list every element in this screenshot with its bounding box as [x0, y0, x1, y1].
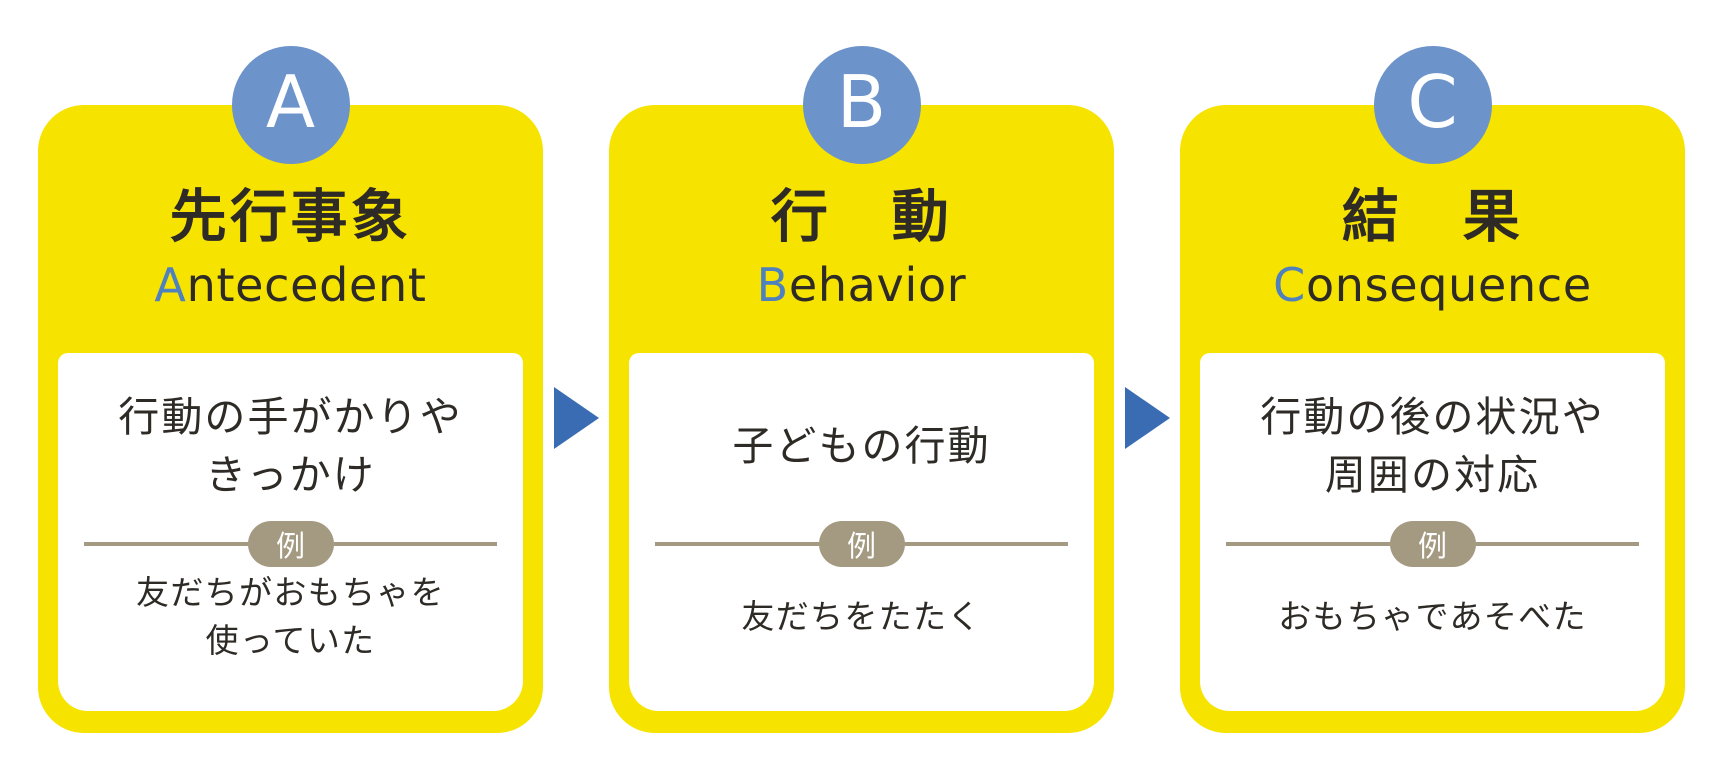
description-text: 子どもの行動 — [732, 421, 991, 470]
card-header: 先行事象 Antecedent — [38, 105, 543, 353]
card-header: 結 果 Consequence — [1180, 105, 1685, 353]
card-behavior-panel: 行 動 Behavior 子どもの行動 例 友だちをたたく — [609, 105, 1114, 733]
card-header: 行 動 Behavior — [609, 105, 1114, 353]
example-badge: 例 — [247, 521, 334, 567]
en-title-initial: B — [756, 258, 789, 313]
divider-line — [904, 542, 1068, 546]
circle-letter-a-icon: A — [231, 46, 350, 164]
jp-title: 先行事象 — [169, 183, 412, 250]
description-area: 行動の手がかりや きっかけ — [84, 371, 497, 521]
en-title-initial: A — [154, 258, 187, 313]
example-area: 友だちがおもちゃを 使っていた — [84, 567, 497, 689]
en-title-rest: ntecedent — [186, 258, 427, 313]
divider-line — [655, 542, 819, 546]
arrow-slot — [1114, 46, 1180, 449]
en-title: Antecedent — [154, 258, 426, 313]
en-title-rest: onsequence — [1305, 258, 1592, 313]
arrow-right-icon — [1124, 387, 1170, 449]
description-text: 行動の手がかりや きっかけ — [118, 392, 463, 499]
circle-letter: B — [836, 60, 887, 144]
example-badge: 例 — [818, 521, 905, 567]
card-antecedent: A 先行事象 Antecedent 行動の手がかりや きっかけ 例 — [38, 46, 543, 733]
example-area: 友だちをたたく — [655, 567, 1068, 689]
en-title: Consequence — [1273, 258, 1592, 313]
description-text: 行動の後の状況や 周囲の対応 — [1260, 392, 1605, 499]
card-behavior: B 行 動 Behavior 子どもの行動 例 — [609, 46, 1114, 733]
en-title-initial: C — [1273, 258, 1306, 313]
jp-title: 行 動 — [770, 183, 953, 250]
circle-letter-c-icon: C — [1373, 46, 1492, 164]
cards-row: A 先行事象 Antecedent 行動の手がかりや きっかけ 例 — [38, 46, 1685, 733]
en-title-rest: ehavior — [788, 258, 967, 313]
divider-line — [1226, 542, 1390, 546]
arrow-right-icon — [553, 387, 599, 449]
example-divider: 例 — [1226, 521, 1639, 567]
divider-line — [1475, 542, 1639, 546]
example-text: 友だちがおもちゃを 使っていた — [136, 573, 445, 660]
example-divider: 例 — [84, 521, 497, 567]
card-body: 子どもの行動 例 友だちをたたく — [629, 353, 1094, 711]
example-text: 友だちをたたく — [741, 597, 982, 637]
example-text: おもちゃであそべた — [1278, 597, 1587, 637]
example-divider: 例 — [655, 521, 1068, 567]
circle-letter: A — [265, 60, 316, 144]
example-area: おもちゃであそべた — [1226, 567, 1639, 689]
example-badge: 例 — [1389, 521, 1476, 567]
jp-title: 結 果 — [1341, 183, 1524, 250]
card-antecedent-panel: 先行事象 Antecedent 行動の手がかりや きっかけ 例 友だちがおもちゃ… — [38, 105, 543, 733]
circle-letter: C — [1407, 60, 1458, 144]
circle-letter-b-icon: B — [802, 46, 921, 164]
divider-line — [333, 542, 497, 546]
card-body: 行動の後の状況や 周囲の対応 例 おもちゃであそべた — [1200, 353, 1665, 711]
description-area: 行動の後の状況や 周囲の対応 — [1226, 371, 1639, 521]
description-area: 子どもの行動 — [655, 371, 1068, 521]
arrow-slot — [543, 46, 609, 449]
card-consequence: C 結 果 Consequence 行動の後の状況や 周囲の対応 例 — [1180, 46, 1685, 733]
en-title: Behavior — [757, 258, 967, 313]
card-consequence-panel: 結 果 Consequence 行動の後の状況や 周囲の対応 例 おもちゃであそ… — [1180, 105, 1685, 733]
card-body: 行動の手がかりや きっかけ 例 友だちがおもちゃを 使っていた — [58, 353, 523, 711]
divider-line — [84, 542, 248, 546]
